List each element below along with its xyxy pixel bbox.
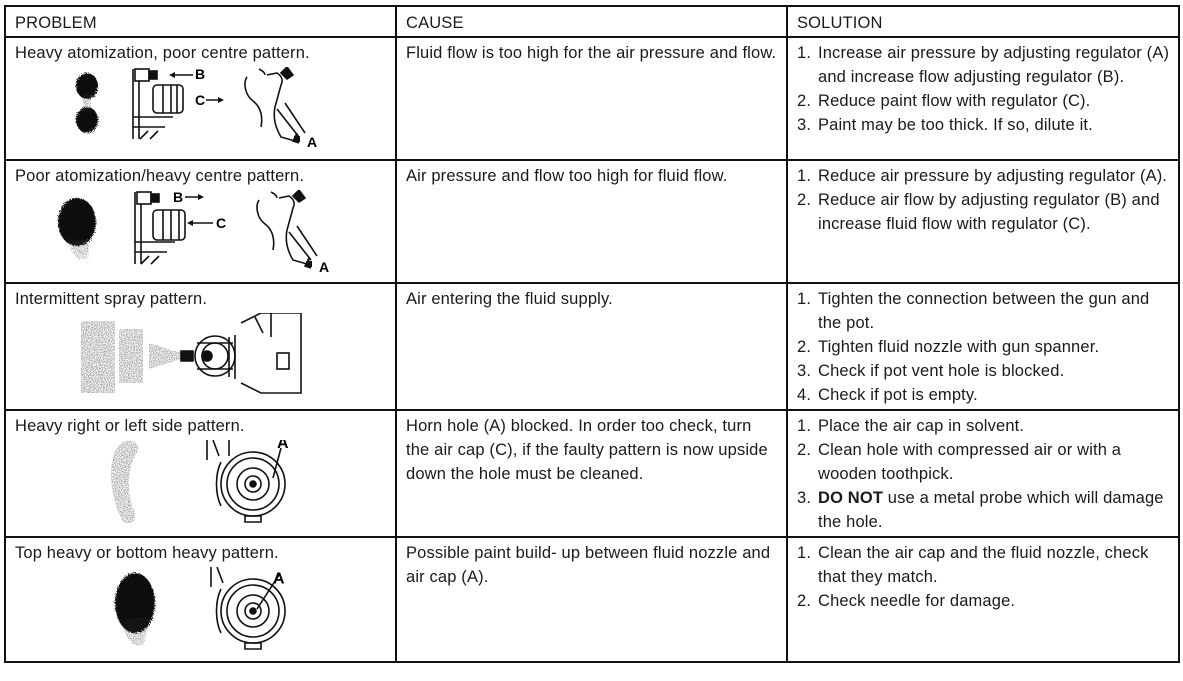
solution-item: 1.Reduce air pressure by adjusting regul… bbox=[797, 167, 1168, 185]
problem-text: Heavy right or left side pattern. bbox=[15, 417, 245, 435]
cause-cell: Air pressure and flow too high for fluid… bbox=[395, 159, 788, 284]
solution-list: 1.Place the air cap in solvent. 2.Clean … bbox=[797, 414, 1170, 534]
solution-item: 3.Check if pot vent hole is blocked. bbox=[797, 362, 1065, 380]
regulator-a-arrow bbox=[291, 132, 300, 144]
table-row: Poor atomization/heavy centre pattern. bbox=[4, 159, 1180, 284]
solution-item: 2.Clean hole with compressed air or with… bbox=[797, 441, 1122, 483]
header-solution: SOLUTION bbox=[786, 5, 1180, 38]
header-row: PROBLEM CAUSE SOLUTION bbox=[4, 5, 1180, 38]
table-row: Intermittent spray pattern. bbox=[4, 282, 1180, 411]
problem-text: Poor atomization/heavy centre pattern. bbox=[15, 167, 305, 185]
regulator-a-arrow bbox=[303, 257, 312, 269]
pointer-line-a bbox=[256, 574, 280, 610]
label-a: A bbox=[307, 134, 317, 150]
regulator-detail bbox=[132, 68, 184, 140]
spray-gun-figure: A bbox=[111, 440, 289, 524]
solution-cell: 1.Tighten the connection between the gun… bbox=[786, 282, 1180, 411]
header-cause: CAUSE bbox=[395, 5, 788, 38]
solution-list: 1.Clean the air cap and the fluid nozzle… bbox=[797, 541, 1170, 613]
label-b: B bbox=[195, 67, 205, 82]
spray-pattern-centre-heavy bbox=[58, 198, 96, 260]
spray-gun-figure: A bbox=[115, 567, 286, 650]
spray-gun-body bbox=[180, 313, 302, 394]
solution-cell: 1.Clean the air cap and the fluid nozzle… bbox=[786, 536, 1180, 663]
cause-cell: Possible paint build- up between fluid n… bbox=[395, 536, 788, 663]
cause-text: Possible paint build- up between fluid n… bbox=[406, 544, 771, 586]
solution-list: 1.Reduce air pressure by adjusting regul… bbox=[797, 164, 1170, 236]
solution-item: 4.Check if pot is empty. bbox=[797, 386, 978, 404]
cause-text: Air entering the fluid supply. bbox=[406, 290, 613, 308]
solution-cell: 1.Increase air pressure by adjusting reg… bbox=[786, 36, 1180, 161]
regulator-detail bbox=[134, 191, 186, 265]
problem-cell: Poor atomization/heavy centre pattern. bbox=[4, 159, 397, 284]
pointer-line-a bbox=[272, 447, 282, 479]
label-c: C bbox=[195, 92, 205, 108]
cause-text: Horn hole (A) blocked. In order too chec… bbox=[406, 417, 768, 483]
table-row: Heavy right or left side pattern. bbox=[4, 409, 1180, 538]
solution-item: 1.Tighten the connection between the gun… bbox=[797, 290, 1150, 332]
label-a: A bbox=[319, 259, 329, 275]
table-row: Heavy atomization, poor centre pattern. bbox=[4, 36, 1180, 161]
air-cap-front bbox=[206, 440, 286, 523]
problem-text: Intermittent spray pattern. bbox=[15, 290, 208, 308]
gun-handle-outline bbox=[256, 190, 318, 265]
spray-pattern-dumbbell bbox=[76, 73, 98, 133]
problem-cell: Heavy right or left side pattern. bbox=[4, 409, 397, 538]
table-row: Top heavy or bottom heavy pattern. bbox=[4, 536, 1180, 663]
cause-text: Fluid flow is too high for the air press… bbox=[406, 44, 777, 62]
spray-pattern-intermittent bbox=[81, 321, 181, 393]
solution-item: 2.Check needle for damage. bbox=[797, 592, 1016, 610]
spray-gun-figure bbox=[81, 313, 302, 394]
spray-gun-figure: B C A bbox=[76, 67, 317, 150]
spray-pattern-top-heavy bbox=[115, 573, 155, 646]
label-b: B bbox=[173, 190, 183, 205]
gun-handle-outline bbox=[244, 67, 306, 142]
problem-text: Heavy atomization, poor centre pattern. bbox=[15, 44, 310, 62]
solution-item: 1.Place the air cap in solvent. bbox=[797, 417, 1025, 435]
solution-item: 1.Increase air pressure by adjusting reg… bbox=[797, 44, 1170, 86]
solution-cell: 1.Reduce air pressure by adjusting regul… bbox=[786, 159, 1180, 284]
solution-list: 1.Tighten the connection between the gun… bbox=[797, 287, 1170, 407]
label-c: C bbox=[216, 215, 226, 231]
air-cap-front bbox=[210, 567, 286, 650]
solution-list: 1.Increase air pressure by adjusting reg… bbox=[797, 41, 1170, 137]
label-a: A bbox=[273, 570, 285, 587]
cause-text: Air pressure and flow too high for fluid… bbox=[406, 167, 728, 185]
solution-item: 3.Paint may be too thick. If so, dilute … bbox=[797, 116, 1093, 134]
warning-emphasis: DO NOT bbox=[818, 489, 884, 507]
solution-item: 1.Clean the air cap and the fluid nozzle… bbox=[797, 544, 1149, 586]
spray-gun-figure: B C A bbox=[58, 190, 329, 275]
cause-cell: Fluid flow is too high for the air press… bbox=[395, 36, 788, 161]
solution-cell: 1.Place the air cap in solvent. 2.Clean … bbox=[786, 409, 1180, 538]
problem-cell: Heavy atomization, poor centre pattern. bbox=[4, 36, 397, 161]
cause-cell: Air entering the fluid supply. bbox=[395, 282, 788, 411]
label-a: A bbox=[277, 440, 289, 452]
problem-cell: Intermittent spray pattern. bbox=[4, 282, 397, 411]
troubleshooting-table: PROBLEM CAUSE SOLUTION Heavy atomization… bbox=[4, 5, 1180, 663]
solution-item: 3.DO NOT use a metal probe which will da… bbox=[797, 489, 1164, 531]
problem-text: Top heavy or bottom heavy pattern. bbox=[15, 544, 279, 562]
cause-cell: Horn hole (A) blocked. In order too chec… bbox=[395, 409, 788, 538]
spray-pattern-side-heavy bbox=[111, 440, 139, 524]
solution-item: 2.Reduce paint flow with regulator (C). bbox=[797, 92, 1091, 110]
solution-item: 2.Reduce air flow by adjusting regulator… bbox=[797, 191, 1160, 233]
solution-item: 2.Tighten fluid nozzle with gun spanner. bbox=[797, 338, 1100, 356]
header-problem: PROBLEM bbox=[4, 5, 397, 38]
problem-cell: Top heavy or bottom heavy pattern. bbox=[4, 536, 397, 663]
